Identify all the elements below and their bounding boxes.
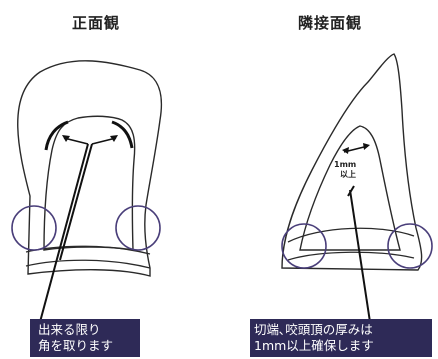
prox-pointer-line bbox=[349, 189, 371, 323]
front-corner-circle-right bbox=[115, 205, 161, 251]
front-caption-line-1: 出来る限り bbox=[38, 322, 101, 337]
front-outer-outline bbox=[17, 60, 163, 277]
prox-outer-outline bbox=[281, 53, 423, 271]
front-arrow-right-head bbox=[110, 135, 118, 142]
proximal-caption: 切端､咬頭頂の厚みは 1mm以上確保します bbox=[250, 319, 432, 357]
prox-pointer-tick bbox=[347, 185, 355, 197]
front-caption: 出来る限り 角を取ります bbox=[30, 319, 140, 357]
measurement-label-suffix: 以上 bbox=[340, 170, 356, 179]
front-incisal-arc-left bbox=[44, 120, 69, 151]
front-caption-line-2: 角を取ります bbox=[38, 338, 114, 353]
front-arrow-left-head bbox=[62, 135, 70, 142]
prox-thickness-arrow-head-left bbox=[342, 147, 349, 154]
prox-cervical-band-lower bbox=[287, 251, 415, 261]
front-inner-core bbox=[43, 115, 136, 251]
prox-cervical-band bbox=[287, 227, 415, 243]
prox-thickness-arrow-head-right bbox=[363, 143, 370, 150]
proximal-view-title: 隣接面観 bbox=[298, 14, 363, 32]
proximal-view-drawing bbox=[281, 53, 433, 323]
front-view-drawing bbox=[11, 60, 163, 323]
front-pointer-line-1 bbox=[39, 143, 89, 323]
front-corner-circle-left bbox=[11, 205, 57, 251]
proximal-caption-line-1: 切端､咬頭頂の厚みは bbox=[254, 322, 373, 337]
prox-corner-circle-left bbox=[281, 223, 327, 269]
front-view-title: 正面観 bbox=[72, 14, 121, 32]
front-incisal-arc-right bbox=[111, 120, 134, 149]
measurement-label-value: 1mm bbox=[334, 160, 357, 169]
prox-corner-circle-right bbox=[387, 223, 433, 269]
front-pointer-line-2 bbox=[59, 143, 93, 261]
prox-inner-core bbox=[299, 125, 401, 251]
front-cervical-band-lower bbox=[25, 259, 151, 269]
proximal-caption-line-2: 1mm以上確保します bbox=[254, 338, 374, 353]
